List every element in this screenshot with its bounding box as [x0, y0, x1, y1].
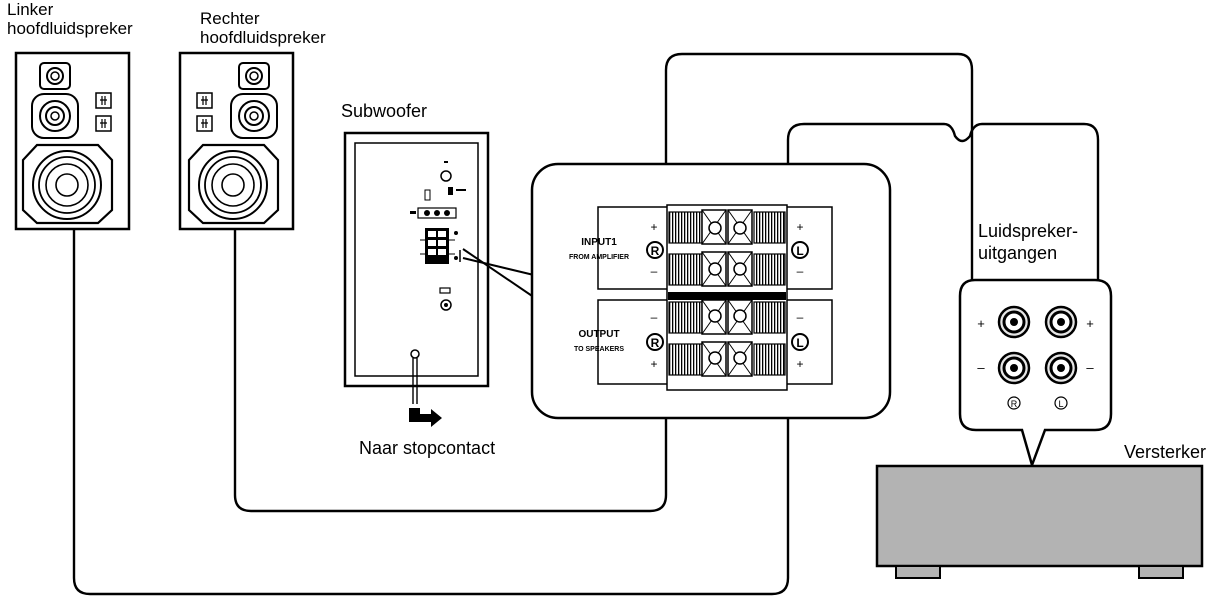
terminal-row-output-plus: [668, 341, 786, 377]
volume-knob-icon: [440, 170, 452, 182]
terminal-panel-zoom: INPUT1 FROM AMPLIFIER OUTPUT TO SPEAKERS…: [530, 162, 892, 420]
input-minus-sign-right: –: [651, 264, 658, 278]
output-title: OUTPUT: [578, 329, 619, 340]
amp-terminal-left-plus: [1044, 305, 1078, 339]
input-right-mark: R: [646, 241, 664, 259]
output-right-mark: R: [646, 333, 664, 351]
amp-terminal-left-minus: [1044, 351, 1078, 385]
svg-text:L: L: [796, 336, 803, 350]
speaker-outputs-label-line2: uitgangen: [978, 243, 1058, 263]
cable-output-right: [233, 228, 715, 513]
subwoofer-rear-panel: [343, 131, 539, 427]
amp-right-mark: R: [1007, 396, 1021, 410]
amp-terminal-right-plus: [997, 305, 1031, 339]
output-subtitle: TO SPEAKERS: [574, 346, 624, 353]
svg-text:L: L: [796, 244, 803, 258]
terminal-row-input-minus: [668, 251, 786, 287]
amp-left-mark: L: [1054, 396, 1068, 410]
svg-text:L: L: [1058, 399, 1063, 409]
amp-minus-sign-left: –: [1086, 360, 1094, 375]
amp-plus-sign-right: +: [977, 316, 985, 331]
left-speaker-label-line1: Linker: [7, 0, 54, 19]
output-left-mark: L: [791, 333, 809, 351]
left-speaker-label: Linker hoofdluidspreker: [7, 0, 133, 38]
speaker-outputs-label: Luidspreker- uitgangen: [978, 220, 1078, 264]
amplifier-label: Versterker: [1124, 442, 1207, 462]
outlet-label: Naar stopcontact: [359, 438, 496, 458]
input-plus-sign-right: +: [650, 220, 657, 234]
output-plus-sign-right: +: [650, 357, 657, 371]
output-plus-sign-left: +: [796, 357, 803, 371]
terminal-row-input-plus: [668, 209, 786, 245]
input-subtitle: FROM AMPLIFIER: [569, 254, 629, 261]
speaker-outputs-label-line1: Luidspreker-: [978, 221, 1079, 241]
svg-text:R: R: [651, 244, 660, 258]
left-main-speaker: [14, 51, 131, 231]
arrow-right-icon: [409, 408, 442, 427]
amplifier: [875, 464, 1204, 579]
cable-output-left: [72, 228, 790, 596]
right-speaker-label: Rechter hoofdluidspreker: [200, 9, 326, 47]
input-plus-sign-left: +: [796, 220, 803, 234]
right-main-speaker: [178, 51, 295, 231]
svg-text:R: R: [1011, 399, 1018, 409]
amplifier-speaker-outputs: + + – – R L: [958, 278, 1113, 470]
right-speaker-label-line2: hoofdluidspreker: [200, 28, 326, 47]
subwoofer-label: Subwoofer: [341, 101, 428, 121]
input-title: INPUT1: [581, 237, 617, 248]
terminal-row-output-minus: [668, 299, 786, 335]
input-minus-sign-left: –: [797, 264, 804, 278]
amp-terminal-right-minus: [997, 351, 1031, 385]
right-speaker-label-line1: Rechter: [200, 9, 260, 28]
output-minus-sign-left: –: [797, 310, 804, 324]
amp-minus-sign-right: –: [977, 360, 985, 375]
output-minus-sign-right: –: [651, 310, 658, 324]
left-speaker-label-line2: hoofdluidspreker: [7, 19, 133, 38]
amp-plus-sign-left: +: [1086, 316, 1094, 331]
input-left-mark: L: [791, 241, 809, 259]
svg-text:R: R: [651, 336, 660, 350]
